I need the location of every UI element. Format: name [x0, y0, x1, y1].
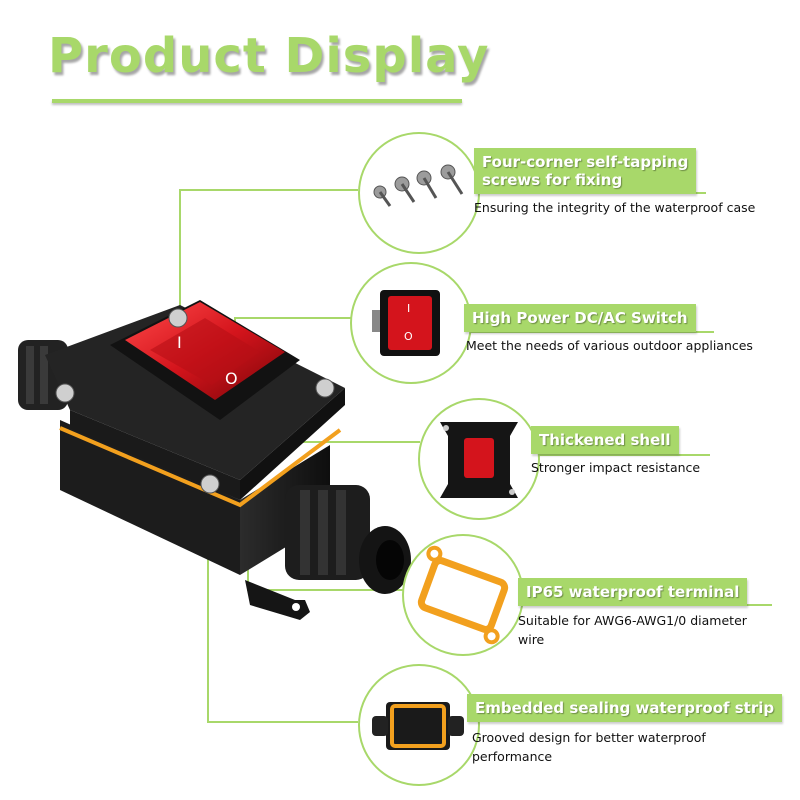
seal-ring-icon [417, 545, 509, 645]
connector-screws [179, 189, 358, 315]
switch-cover-icon [440, 422, 518, 498]
rocker-switch-icon: I O [372, 290, 440, 356]
connector-strip [207, 525, 358, 723]
feature-label-terminal: IP65 waterproof terminal [518, 578, 748, 606]
feature-label-strip: Embedded sealing waterproof strip [467, 694, 783, 722]
feature-label-switch: High Power DC/AC Switch [464, 304, 696, 332]
feature-desc-switch: Meet the needs of various outdoor applia… [466, 338, 753, 353]
shell-detail-circle [418, 398, 540, 520]
switch-detail-circle: I O [350, 262, 472, 384]
svg-text:O: O [404, 330, 413, 343]
switch-off-marking: O [225, 369, 238, 388]
terminal-detail-circle [402, 534, 524, 656]
feature-desc-screws: Ensuring the integrity of the waterproof… [474, 200, 756, 215]
feature-desc-terminal: Suitable for AWG6-AWG1/0 diameter wire [518, 613, 747, 647]
screws-detail-circle [358, 132, 480, 254]
open-box-icon [372, 702, 464, 750]
svg-text:I: I [407, 302, 410, 315]
title-underline [52, 99, 462, 103]
right-cable-gland [285, 485, 411, 594]
page-title: Product Display [48, 28, 490, 84]
screws-icon [373, 164, 464, 207]
feature-label-shell: Thickened shell [531, 426, 679, 454]
feature-label-screws: Four-corner self-tapping screws for fixi… [474, 148, 697, 194]
feature-desc-strip: Grooved design for better waterproof per… [472, 730, 706, 764]
switch-on-marking: I [177, 333, 182, 352]
strip-detail-circle [358, 664, 480, 786]
lid-screws [55, 308, 335, 494]
feature-desc-shell: Stronger impact resistance [531, 460, 701, 475]
